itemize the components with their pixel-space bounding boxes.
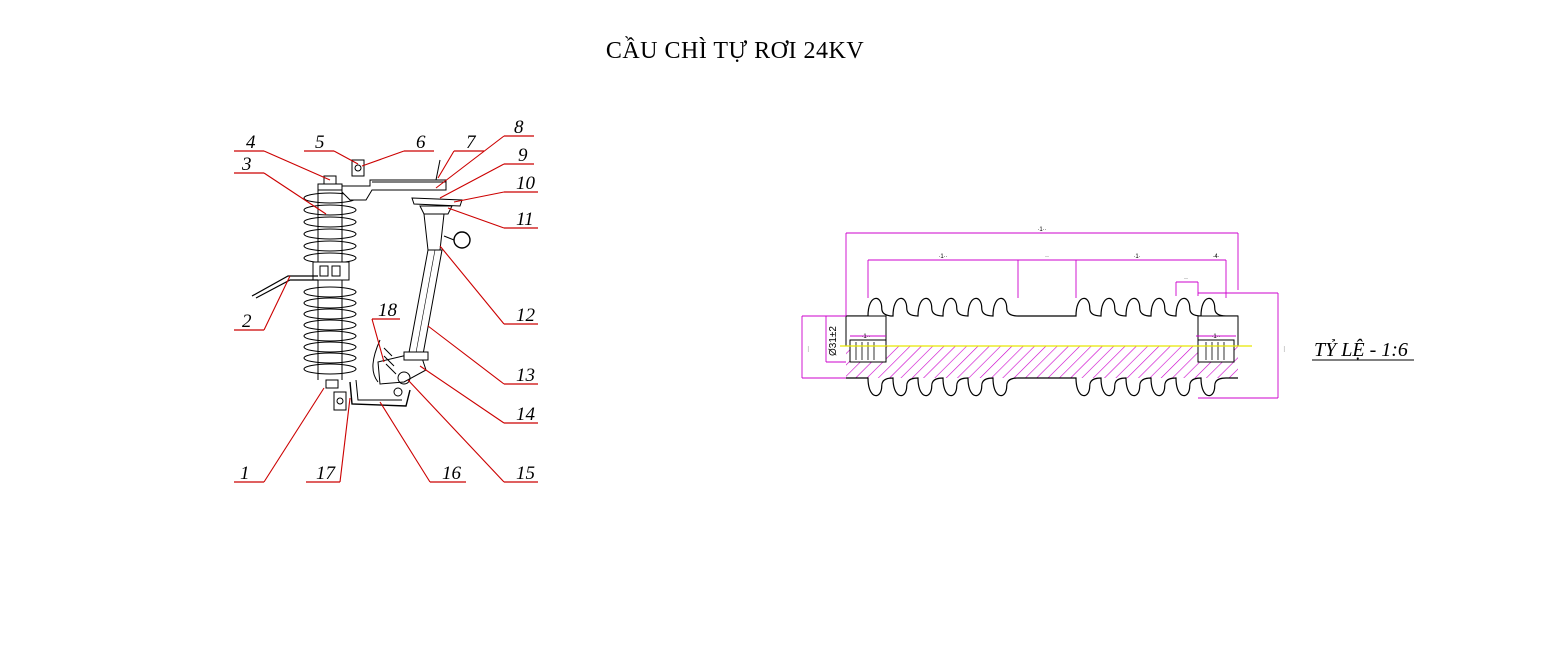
- part-number-15: 15: [516, 463, 535, 484]
- part-number-4: 4: [246, 132, 256, 153]
- svg-text:··: ··: [1184, 276, 1188, 282]
- insulator-shed: [303, 286, 357, 298]
- bottom-contact: [325, 339, 429, 411]
- part-number-14: 14: [516, 404, 536, 425]
- dimension-values: ·1·· ·1·· ·· ·1· ·4· ·· ·1·· ·1··: [861, 227, 1220, 340]
- mounting-bracket: [251, 261, 350, 299]
- svg-text:·1·: ·1·: [1133, 254, 1140, 260]
- callout-leader: [427, 325, 505, 385]
- callout-leader: [407, 379, 505, 483]
- svg-text:·1··: ·1··: [1037, 227, 1046, 233]
- insulator-shed: [303, 308, 357, 320]
- callout-leader: [333, 150, 359, 165]
- scale-note: TỶ LỆ - 1:6: [1312, 338, 1414, 361]
- insulator-section-drawing: ·1·· ·1·· ·· ·1· ·4· ·· ·1·· ·1·· Ø31±2 …: [801, 227, 1288, 399]
- svg-text:·1··: ·1··: [938, 254, 947, 260]
- insulator-shed: [303, 352, 357, 364]
- part-number-12: 12: [516, 305, 536, 326]
- callout-leader: [263, 150, 331, 181]
- part-number-18: 18: [378, 300, 398, 321]
- callout-leader: [439, 245, 505, 325]
- left-height-value: ···: [806, 346, 812, 352]
- part-number-10: 10: [516, 173, 536, 194]
- part-number-3: 3: [241, 154, 252, 175]
- part-number-17: 17: [316, 463, 337, 484]
- insulator-top-profile: [846, 297, 1238, 317]
- part-number-16: 16: [442, 463, 462, 484]
- part-number-6: 6: [416, 132, 426, 153]
- callout-leader: [379, 401, 431, 483]
- insulator-shed: [303, 341, 357, 353]
- insulator-bottom-profile: [846, 377, 1238, 397]
- fuse-cutout-assembly: [251, 159, 471, 411]
- insulator-shed: [303, 297, 357, 309]
- part-number-9: 9: [518, 145, 528, 166]
- insulator-shed: [303, 228, 357, 240]
- insulator-shed: [303, 216, 357, 228]
- part-number-11: 11: [516, 209, 534, 230]
- insulator-shed: [303, 330, 357, 342]
- callout-leader: [339, 397, 351, 483]
- svg-text:·1··: ·1··: [861, 334, 870, 340]
- callout-leader: [263, 172, 327, 215]
- callout-leader: [435, 135, 505, 189]
- scale-label: TỶ LỆ - 1:6: [1314, 338, 1408, 361]
- insulator-shed: [303, 319, 357, 331]
- fuse-tube: [407, 213, 471, 361]
- callout-leader: [263, 387, 325, 483]
- callout-leader: [439, 163, 505, 199]
- right-height-value: ···: [1282, 346, 1288, 352]
- callout-leader: [419, 365, 505, 424]
- callout-leader: [453, 191, 505, 203]
- svg-text:·4·: ·4·: [1212, 254, 1219, 260]
- insulator-upper: [303, 192, 357, 264]
- part-number-2: 2: [242, 311, 252, 332]
- part-number-8: 8: [514, 117, 524, 138]
- part-number-7: 7: [466, 132, 477, 153]
- insulator-shed: [303, 363, 357, 375]
- dimension-lines: [801, 232, 1279, 399]
- section-hatch: [846, 346, 1238, 378]
- callout-leader: [263, 275, 291, 331]
- insulator-shed: [303, 204, 357, 216]
- diameter-label: Ø31±2: [828, 326, 839, 356]
- callout-leader: [437, 150, 455, 179]
- part-number-13: 13: [516, 365, 535, 386]
- insulator-shed: [303, 240, 357, 252]
- top-terminal: [317, 159, 463, 215]
- svg-text:·1··: ·1··: [1211, 334, 1220, 340]
- insulator-lower: [303, 286, 357, 375]
- part-number-5: 5: [315, 132, 325, 153]
- page-title: CẦU CHÌ TỰ RƠI 24KV: [605, 38, 865, 64]
- part-number-1: 1: [240, 463, 250, 484]
- callout-leader: [361, 150, 405, 167]
- svg-text:··: ··: [1045, 254, 1049, 260]
- callout-leader: [371, 318, 385, 363]
- callout-leader: [447, 207, 505, 229]
